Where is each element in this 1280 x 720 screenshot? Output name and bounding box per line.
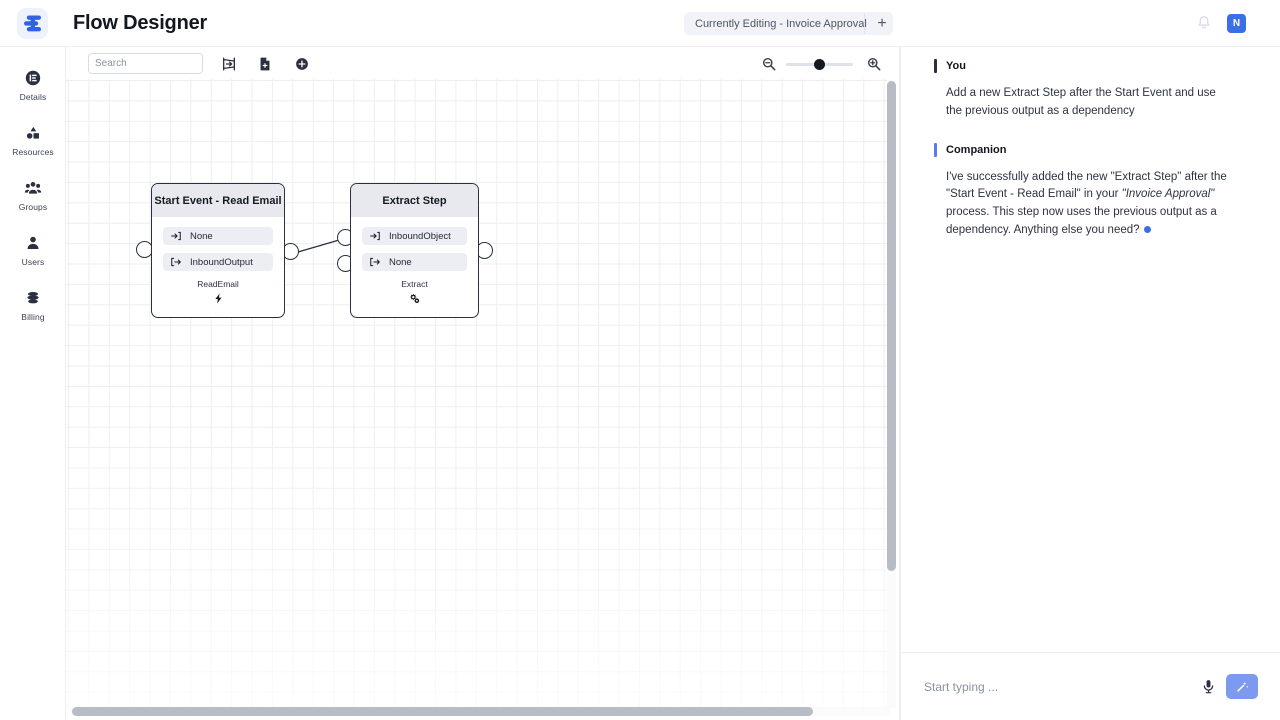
crop-frame-icon bbox=[223, 57, 235, 71]
sidebar-item-label: Users bbox=[21, 257, 45, 267]
canvas-toolbar bbox=[66, 47, 899, 79]
billing-icon bbox=[27, 292, 39, 304]
bell-icon bbox=[1198, 16, 1210, 29]
zoom-slider-thumb[interactable] bbox=[814, 59, 825, 70]
canvas-vertical-scrollbar-thumb[interactable] bbox=[887, 81, 896, 571]
toolbar-divider bbox=[864, 13, 865, 34]
add-node-button[interactable] bbox=[294, 56, 310, 72]
node-title: Extract Step bbox=[351, 184, 478, 217]
chat-text-emphasis: "Invoice Approval" bbox=[1121, 188, 1215, 201]
sidebar-item-users[interactable]: Users bbox=[0, 234, 66, 289]
canvas-horizontal-scrollbar-thumb[interactable] bbox=[72, 707, 813, 716]
chat-message-list: You Add a new Extract Step after the Sta… bbox=[901, 47, 1280, 652]
chat-text-part-1: I've successfully added the new "Extract… bbox=[946, 170, 1227, 201]
flow-node-extract-step[interactable]: Extract Step InboundObject None bbox=[350, 183, 479, 318]
editing-context-label: Currently Editing - Invoice Approval bbox=[695, 17, 867, 30]
details-icon bbox=[25, 70, 41, 86]
zoom-out-button[interactable] bbox=[761, 56, 777, 72]
sidebar-item-label: Details bbox=[19, 92, 47, 102]
output-port-icon bbox=[171, 257, 181, 267]
typing-indicator-dot bbox=[1143, 226, 1151, 234]
node-footer-label: Extract bbox=[401, 279, 428, 289]
editing-context-dropdown[interactable]: Currently Editing - Invoice Approval bbox=[684, 12, 893, 35]
node-port-label: InboundOutput bbox=[190, 256, 253, 268]
zoom-out-icon bbox=[762, 57, 776, 71]
chat-text-part-2: process. This step now uses the previous… bbox=[946, 206, 1217, 237]
node-port-label: None bbox=[389, 256, 412, 268]
sidebar-item-label: Groups bbox=[18, 202, 48, 212]
node-footer: Extract bbox=[351, 279, 478, 313]
output-port-icon bbox=[370, 257, 380, 267]
companion-accent-bar bbox=[934, 142, 937, 157]
node-footer: ReadEmail bbox=[152, 279, 284, 313]
node-port-row[interactable]: InboundOutput bbox=[163, 253, 273, 271]
chat-message-author: You bbox=[946, 60, 966, 72]
node-port-row[interactable]: None bbox=[163, 227, 273, 245]
top-bar: Flow Designer Currently Editing - Invoic… bbox=[0, 0, 1280, 47]
chat-message-author: Companion bbox=[946, 143, 1007, 156]
lightning-bolt-icon bbox=[214, 293, 222, 304]
chat-panel-divider bbox=[900, 47, 901, 720]
chat-message-text: Add a new Extract Step after the Start E… bbox=[946, 87, 1216, 117]
document-add-icon bbox=[260, 57, 270, 71]
gears-icon bbox=[410, 294, 420, 303]
zoom-in-button[interactable] bbox=[866, 56, 882, 72]
search-input[interactable] bbox=[88, 53, 203, 74]
node-port-label: InboundObject bbox=[389, 230, 451, 242]
sidebar-item-billing[interactable]: Billing bbox=[0, 289, 66, 344]
chat-message-assistant: Companion I've successfully added the ne… bbox=[934, 142, 1250, 240]
sidebar-item-details[interactable]: Details bbox=[0, 69, 66, 124]
add-flow-button[interactable]: + bbox=[872, 12, 892, 35]
canvas-grid[interactable] bbox=[66, 79, 890, 709]
companion-chat-panel: You Add a new Extract Step after the Sta… bbox=[901, 47, 1280, 720]
chat-message-header: You bbox=[934, 59, 1250, 73]
flow-node-start-event[interactable]: Start Event - Read Email None InboundOut… bbox=[151, 183, 285, 318]
crop-frame-button[interactable] bbox=[221, 56, 237, 72]
users-icon bbox=[27, 236, 39, 249]
input-port-icon bbox=[171, 231, 181, 241]
node-ports: None InboundOutput bbox=[152, 217, 284, 271]
user-accent-bar bbox=[934, 59, 937, 73]
node-port-row[interactable]: None bbox=[362, 253, 467, 271]
node-port-label: None bbox=[190, 230, 213, 242]
chat-composer bbox=[901, 653, 1280, 720]
groups-icon bbox=[24, 182, 42, 194]
circle-plus-icon bbox=[296, 58, 308, 70]
input-port-icon bbox=[370, 231, 380, 241]
resources-icon bbox=[26, 126, 39, 139]
sidebar-item-resources[interactable]: Resources bbox=[0, 124, 66, 179]
microphone-button[interactable] bbox=[1201, 679, 1216, 694]
left-sidebar: Details Resources Groups bbox=[0, 47, 66, 720]
microphone-icon bbox=[1203, 680, 1214, 694]
chat-input[interactable] bbox=[924, 671, 1191, 702]
node-port-row[interactable]: InboundObject bbox=[362, 227, 467, 245]
flow-logo-icon bbox=[24, 15, 41, 32]
node-ports: InboundObject None bbox=[351, 217, 478, 271]
node-footer-label: ReadEmail bbox=[197, 279, 239, 289]
sidebar-item-label: Billing bbox=[21, 312, 45, 322]
send-button[interactable] bbox=[1226, 674, 1258, 699]
sidebar-item-label: Resources bbox=[12, 147, 54, 157]
node-title: Start Event - Read Email bbox=[152, 184, 284, 217]
chat-message-header: Companion bbox=[934, 142, 1250, 157]
notifications-button[interactable] bbox=[1195, 14, 1213, 32]
sidebar-item-groups[interactable]: Groups bbox=[0, 179, 66, 234]
app-logo[interactable] bbox=[17, 8, 48, 39]
user-avatar[interactable]: N bbox=[1227, 14, 1246, 33]
zoom-in-icon bbox=[867, 57, 881, 71]
flow-canvas-panel: Start Event - Read Email None InboundOut… bbox=[66, 47, 900, 720]
composer-divider bbox=[901, 652, 1280, 653]
document-add-button[interactable] bbox=[257, 56, 273, 72]
chat-message-user: You Add a new Extract Step after the Sta… bbox=[934, 59, 1250, 121]
page-title: Flow Designer bbox=[73, 12, 208, 34]
chat-message-text: I've successfully added the new "Extract… bbox=[934, 169, 1230, 240]
magic-wand-icon bbox=[1237, 681, 1249, 692]
